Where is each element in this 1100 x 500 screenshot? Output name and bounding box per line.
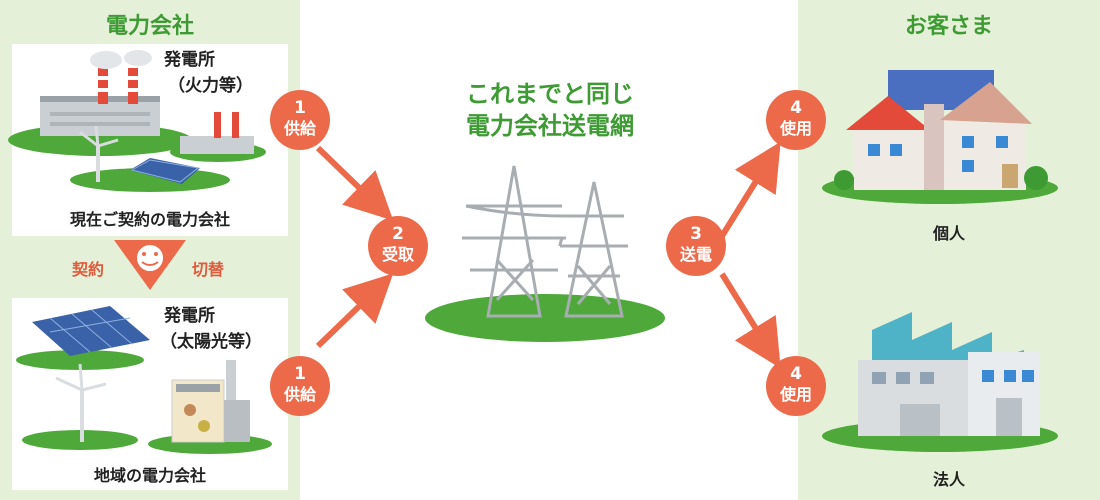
grid-title-line1: これまでと同じ [466, 80, 634, 108]
step-number: 2 [392, 224, 404, 244]
step-number: 4 [790, 364, 802, 384]
step-text: 供給 [283, 385, 316, 404]
step-text: 受取 [381, 245, 414, 264]
solar-plant-icon [16, 306, 150, 370]
thermal-plant-icon [8, 50, 266, 162]
corporate-label: 法人 [932, 470, 965, 489]
wind-turbine-bottom-icon [22, 363, 138, 450]
step-text: 使用 [779, 119, 812, 138]
local-company-label: 地域の電力会社 [93, 466, 206, 485]
current-company-label: 現在ご契約の電力会社 [69, 210, 230, 229]
grid-title: これまでと同じ 電力会社送電網 [420, 78, 680, 142]
house-icon [822, 70, 1058, 204]
switch-arrow-icon [114, 240, 186, 290]
wind-solar-top-icon [70, 125, 230, 192]
arrow-supply-bottom [315, 273, 394, 349]
arrow-use-top [719, 141, 781, 238]
switch-label: 切替 [192, 260, 225, 279]
step-number: 1 [294, 98, 306, 118]
individual-label: 個人 [932, 224, 965, 243]
step-number: 3 [690, 224, 702, 244]
arrow-supply-top [315, 145, 394, 221]
factory-icon [822, 312, 1058, 452]
transmission-tower-icon [425, 165, 665, 342]
solar-plant-label-2: （太陽光等） [160, 332, 262, 352]
power-company-title: 電力会社 [105, 14, 194, 39]
biomass-plant-icon [148, 360, 272, 454]
contract-label: 契約 [72, 260, 105, 279]
step-supply-bottom: 1 供給 [270, 356, 330, 416]
solar-plant-label-1: 発電所 [164, 306, 215, 326]
customer-title: お客さま [904, 14, 993, 39]
step-use-bottom: 4 使用 [766, 356, 826, 416]
thermal-plant-label-1: 発電所 [164, 50, 215, 70]
arrow-use-bottom [719, 272, 781, 369]
grid-title-line2: 電力会社送電網 [466, 112, 634, 140]
step-use-top: 4 使用 [766, 90, 826, 150]
step-supply-top: 1 供給 [270, 90, 330, 150]
step-text: 供給 [283, 119, 316, 138]
thermal-plant-label-2: （火力等） [168, 76, 253, 96]
step-text: 送電 [679, 245, 712, 264]
step-receive: 2 受取 [368, 216, 428, 276]
step-number: 4 [790, 98, 802, 118]
step-number: 1 [294, 364, 306, 384]
step-text: 使用 [779, 385, 812, 404]
step-transmit: 3 送電 [666, 216, 726, 276]
